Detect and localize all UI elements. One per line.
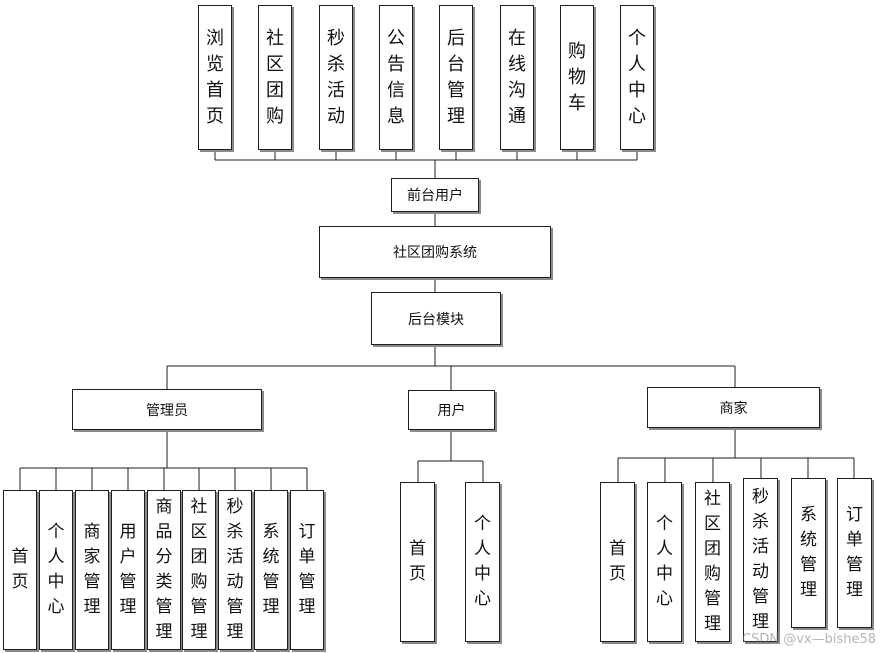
backend-module-node: 后台模块: [371, 292, 501, 345]
front-module-browse-home: 浏览首页: [198, 5, 232, 150]
admin-module-system-management: 系统管理: [254, 490, 288, 650]
csdn-watermark: CSDN @vx—bishe58: [742, 632, 876, 647]
merchant-module-group-buy-management: 社区团购管理: [695, 482, 730, 642]
front-module-group-buy: 社区团购: [258, 5, 292, 150]
merchant-module-system-management: 系统管理: [791, 478, 826, 628]
admin-module-personal-center: 个人中心: [39, 490, 73, 650]
front-user-node: 前台用户: [391, 178, 479, 212]
system-node: 社区团购系统: [319, 226, 551, 278]
front-module-backend-admin: 后台管理: [439, 5, 473, 150]
admin-module-order-management: 订单管理: [290, 490, 324, 650]
admin-module-group-buy-management: 社区团购管理: [182, 490, 216, 650]
role-merchant-node: 商家: [647, 387, 820, 428]
admin-module-flash-sale-management: 秒杀活动管理: [218, 490, 252, 650]
user-module-personal-center: 个人中心: [465, 482, 500, 642]
front-module-flash-sale: 秒杀活动: [319, 5, 353, 150]
admin-module-home: 首页: [3, 490, 37, 650]
role-user-node: 用户: [408, 390, 495, 430]
admin-module-merchant-management: 商家管理: [75, 490, 109, 650]
user-module-home: 首页: [400, 482, 435, 642]
merchant-module-personal-center: 个人中心: [647, 482, 682, 642]
merchant-module-flash-sale-management: 秒杀活动管理: [743, 478, 778, 642]
front-module-announcements: 公告信息: [379, 5, 413, 150]
front-module-cart: 购物车: [560, 5, 594, 150]
admin-module-category-management: 商品分类管理: [147, 490, 181, 650]
role-admin-node: 管理员: [72, 389, 262, 430]
merchant-module-home: 首页: [600, 482, 635, 642]
merchant-module-order-management: 订单管理: [837, 478, 872, 628]
front-module-personal-center: 个人中心: [620, 5, 654, 150]
front-module-online-chat: 在线沟通: [500, 5, 534, 150]
admin-module-user-management: 用户管理: [111, 490, 145, 650]
